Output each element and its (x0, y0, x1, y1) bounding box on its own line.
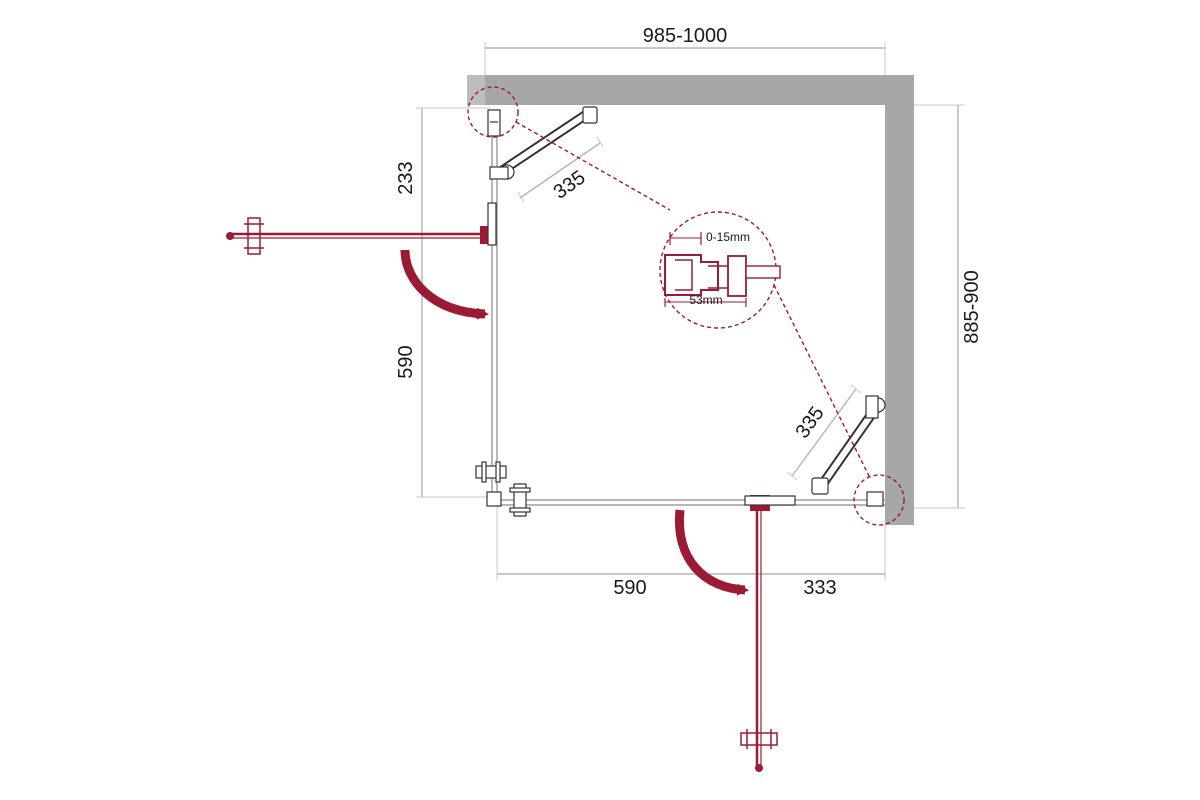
bottom-door-open (674, 495, 796, 772)
bottom-dimensions: 590 333 (496, 505, 886, 599)
top-left-callout-circle (467, 86, 519, 138)
bottom-right-callout-circle (853, 474, 905, 526)
top-width-label: 985-1000 (643, 25, 728, 47)
left-door-handle (475, 461, 507, 483)
left-door-open (226, 202, 497, 320)
right-depth-dimension: 885-900 (914, 104, 983, 509)
top-wall (467, 75, 914, 105)
bottom-door-handle (509, 483, 531, 517)
left-fixed-label: 233 (395, 161, 417, 194)
left-door-label: 590 (395, 345, 417, 378)
top-brace-label: 335 (550, 167, 590, 204)
glass-panels (486, 120, 885, 507)
right-wall (885, 75, 914, 525)
bottom-door-label: 590 (613, 577, 646, 599)
left-dimensions: 233 590 (395, 107, 490, 498)
walls (467, 75, 914, 525)
right-depth-label: 885-900 (961, 270, 983, 343)
detail-adjust-label: 0-15mm (706, 230, 750, 244)
bottom-fixed-label: 333 (803, 577, 836, 599)
top-wall-inner-notch (467, 75, 485, 105)
profile-detail: 0-15mm 53mm (664, 230, 781, 307)
bottom-door-swing-arrow (674, 509, 749, 596)
right-brace-label: 335 (792, 403, 829, 443)
bottom-right-wall-profile (866, 491, 884, 507)
detail-width-label: 53mm (689, 293, 722, 307)
left-door-swing-arrow (400, 249, 489, 320)
top-stabilizer-brace: 335 (489, 106, 604, 204)
right-stabilizer-brace: 335 (786, 384, 886, 495)
top-left-wall-profile (487, 109, 501, 137)
top-width-dimension: 985-1000 (484, 25, 886, 75)
